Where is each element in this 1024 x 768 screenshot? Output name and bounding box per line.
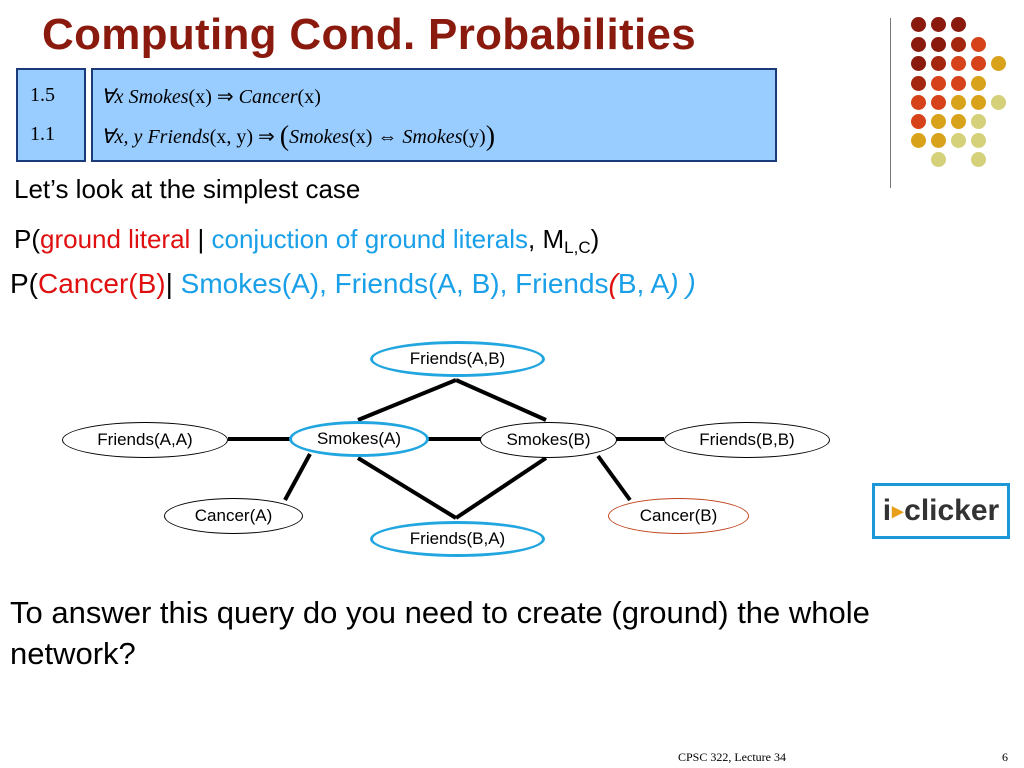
query-bar: | <box>165 268 181 299</box>
formula-2-implies: ⇒ <box>257 126 275 148</box>
dot <box>971 114 986 129</box>
weight-1: 1.5 <box>30 84 55 106</box>
schema-conjunction: conjuction of ground literals <box>211 224 529 254</box>
formula-1-rhs-arg: (x) <box>297 86 321 108</box>
dot <box>971 133 986 148</box>
schema-subscript: L,C <box>564 238 591 257</box>
dot <box>931 152 946 167</box>
node-friends-a-b: Friends(A,B) <box>370 341 545 377</box>
node-friends-a-a: Friends(A,A) <box>62 422 228 458</box>
node-smokes-b: Smokes(B) <box>480 422 617 458</box>
formula-2: ∀x, y Friends(x, y) ⇒ (Smokes(x) ⇔ Smoke… <box>101 121 495 153</box>
formula-1-rhs: Cancer <box>238 86 298 108</box>
schema-close: ) <box>590 224 600 254</box>
dot <box>931 114 946 129</box>
iclicker-logo-right: clicker <box>904 494 1000 527</box>
iclicker-logo: i▸clicker <box>872 483 1010 539</box>
node-smokes-a: Smokes(A) <box>289 421 429 457</box>
dot <box>951 133 966 148</box>
formula-2-lhs-arg: (x, y) <box>209 126 253 148</box>
iclicker-arrow-icon: ▸ <box>892 498 904 523</box>
edge-friendsab-smokesb <box>455 378 547 422</box>
query-close: ) <box>686 268 696 299</box>
intro-text: Let’s look at the simplest case <box>14 174 361 204</box>
dot <box>951 56 966 71</box>
dot <box>911 76 926 91</box>
edge-smokesa-cancera <box>283 453 312 501</box>
dot <box>911 95 926 110</box>
query-target: Cancer(B) <box>38 268 166 299</box>
dot <box>951 37 966 52</box>
query-schema: P(ground literal | conjuction of ground … <box>14 224 599 258</box>
slide-title: Computing Cond. Probabilities <box>42 10 697 59</box>
weight-2: 1.1 <box>30 123 55 145</box>
dot <box>951 114 966 129</box>
dot <box>951 76 966 91</box>
specific-query: P(Cancer(B)| Smokes(A), Friends(A, B), F… <box>10 268 696 300</box>
dot <box>911 114 926 129</box>
dot <box>951 17 966 32</box>
dot <box>971 76 986 91</box>
edge-smokesa-friendsba <box>356 456 458 520</box>
formula-2-a: Smokes <box>289 126 350 148</box>
edge-friendsba-smokesb <box>454 456 548 520</box>
formula-2-close-paren: ) <box>485 121 496 152</box>
formulas-box: ∀x Smokes(x) ⇒ Cancer(x) ∀x, y Friends(x… <box>91 68 777 162</box>
node-friends-b-a: Friends(B,A) <box>370 521 545 557</box>
dot <box>911 56 926 71</box>
dot <box>911 17 926 32</box>
query-evidence-close: ) <box>669 268 687 299</box>
footer-course: CPSC 322, Lecture 34 <box>678 750 786 764</box>
edge-smokesb-cancerb <box>596 454 632 502</box>
dot <box>991 56 1006 71</box>
dot <box>931 56 946 71</box>
formula-1-lhs: Smokes <box>128 86 189 108</box>
weights-box: 1.5 1.1 <box>16 68 86 162</box>
formula-2-b-arg: (y) <box>462 126 486 148</box>
dot <box>951 95 966 110</box>
dot <box>911 133 926 148</box>
schema-bar: | <box>190 224 212 254</box>
formula-2-open-paren: ( <box>279 121 290 152</box>
dot <box>911 37 926 52</box>
formula-2-a-arg: (x) <box>349 126 373 148</box>
dot <box>971 95 986 110</box>
dot <box>931 37 946 52</box>
dot <box>971 152 986 167</box>
schema-comma-m: , M <box>528 224 565 254</box>
node-friends-b-b: Friends(B,B) <box>664 422 830 458</box>
formula-1-implies: ⇒ <box>216 86 234 108</box>
dot <box>931 133 946 148</box>
query-evidence-end: B, A <box>617 268 670 299</box>
node-cancer-a: Cancer(A) <box>164 498 303 534</box>
question-text: To answer this query do you need to crea… <box>10 595 870 671</box>
dot <box>971 56 986 71</box>
formula-1-lhs-arg: (x) <box>188 86 212 108</box>
iclicker-logo-left: i <box>882 494 892 527</box>
formula-2-iff: ⇔ <box>377 126 398 148</box>
formula-2-quantifier: ∀x, y <box>101 126 143 148</box>
query-evidence-paren: ( <box>608 268 618 299</box>
schema-p: P( <box>14 224 40 254</box>
formula-2-b: Smokes <box>402 126 463 148</box>
dot <box>931 17 946 32</box>
dot <box>991 95 1006 110</box>
query-p: P( <box>10 268 38 299</box>
footer-page-number: 6 <box>1002 750 1008 764</box>
dot <box>931 95 946 110</box>
formula-2-lhs: Friends <box>147 126 210 148</box>
formula-1-quantifier: ∀x <box>101 86 124 108</box>
schema-ground-literal: ground literal <box>40 224 191 254</box>
dot <box>931 76 946 91</box>
title-divider <box>890 18 891 188</box>
edge-smokesa-friendsab <box>357 378 457 422</box>
node-cancer-b: Cancer(B) <box>608 498 749 534</box>
dot <box>971 37 986 52</box>
formula-1: ∀x Smokes(x) ⇒ Cancer(x) <box>101 84 321 109</box>
query-evidence: Smokes(A), Friends(A, B), Friends <box>180 268 609 299</box>
